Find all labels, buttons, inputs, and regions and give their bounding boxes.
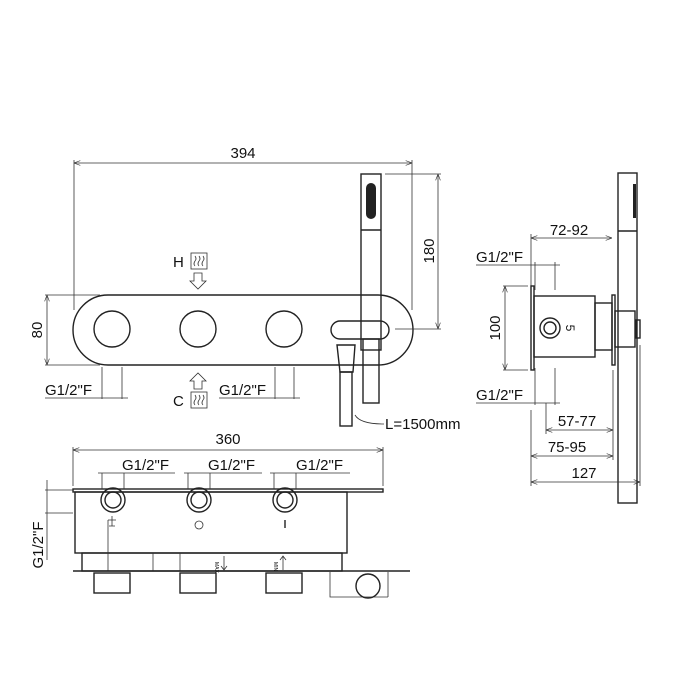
side-inlet-label: G1/2"F (30, 521, 47, 568)
outlets (100, 487, 298, 513)
off-symbol-icon (194, 520, 204, 530)
outlet-labels: G1/2"F G1/2"F G1/2"F (98, 457, 350, 489)
bottom-width-dimension: 360 (215, 431, 240, 448)
control-knob (179, 310, 217, 348)
foot (179, 572, 217, 594)
depth-dimension: 72-92 (550, 222, 588, 239)
hose (339, 371, 353, 427)
outlet-label: G1/2"F (208, 457, 255, 474)
hose-connector (336, 344, 356, 373)
arrow-down-icon (189, 272, 207, 290)
wall-plate (72, 294, 414, 366)
handshower-side (617, 172, 638, 504)
min-arrow-icon (279, 555, 287, 570)
inlet-right-label: G1/2"F (219, 382, 266, 399)
inlet-bottom-label: G1/2"F (476, 387, 523, 404)
front-view: 394 80 180 L=1500mm H C G1/2"F (29, 145, 460, 433)
cold-label: C (173, 393, 184, 410)
dimension-57-77: 57-77 (558, 413, 596, 430)
bottom-view: 360 G1/2"F G1/2"F G1/2"F MAX MIN (30, 431, 410, 599)
width-dimension: 394 (230, 145, 255, 162)
dimension-75-95: 75-95 (548, 439, 586, 456)
side-view: 72-92 5 100 G1/2"F G1/2"F 57-77 75-95 12… (476, 172, 641, 504)
outlet-label: G1/2"F (122, 457, 169, 474)
hot-label: H (173, 254, 184, 271)
inlet-left-label: G1/2"F (45, 382, 92, 399)
handshower-height-dimension: 180 (421, 238, 438, 263)
control-knob (265, 310, 303, 348)
shower-symbol-icon (108, 516, 116, 527)
control-knob (93, 310, 131, 348)
hose-length-label: L=1500mm (385, 416, 460, 433)
arrow-up-icon (189, 372, 207, 390)
handshower (360, 173, 382, 351)
cold-water-icon (190, 391, 208, 409)
height-dimension: 80 (29, 322, 46, 339)
handshower-holder (330, 320, 390, 340)
foot (93, 572, 131, 594)
outlet-label: G1/2"F (296, 457, 343, 474)
min-label: MIN (272, 562, 278, 572)
plate-height-dimension: 100 (487, 315, 504, 340)
hose-outlet (355, 573, 381, 599)
hot-water-icon (190, 252, 208, 270)
spray-head-icon (366, 183, 376, 219)
body-number: 5 (563, 325, 577, 332)
dimension-127: 127 (571, 465, 596, 482)
max-arrow-icon (220, 556, 228, 571)
foot (265, 572, 303, 594)
max-label: MAX (213, 562, 219, 574)
inlet-top-label: G1/2"F (476, 249, 523, 266)
